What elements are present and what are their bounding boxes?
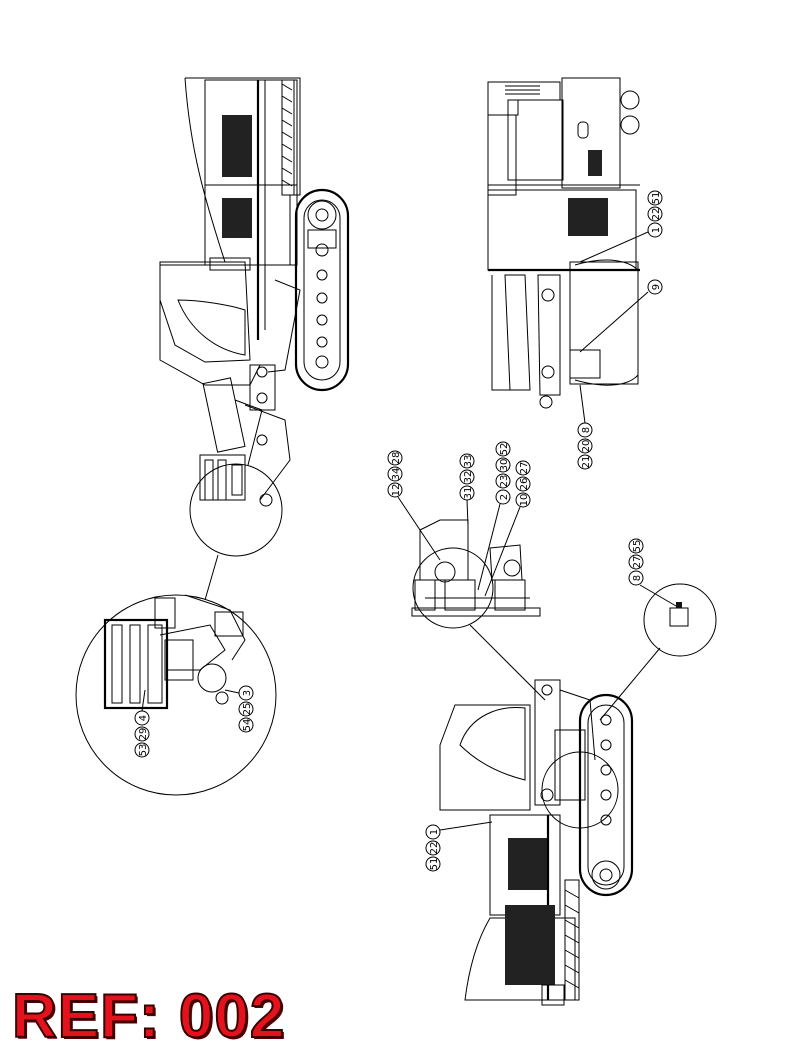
callouts-detail-a: 53 29 4 54 25 3 [134,685,254,758]
callout-label: 34 [391,468,402,481]
callout-label: 51 [429,858,440,871]
callouts-small: 8 27 55 [628,538,677,607]
assembly-mid [411,519,546,701]
callout-label: 27 [519,462,530,475]
callout-label: 54 [242,719,253,732]
callouts-rear: 1 22 51 9 21 20 8 [577,190,663,470]
callouts-mid: 12 34 28 31 32 33 2 23 30 52 10 26 27 [387,441,531,597]
callout-label: 51 [651,192,662,205]
callout-label: 4 [138,715,149,721]
machine-side-view-bottom [439,679,634,1006]
callout-label: 3 [242,690,253,696]
callout-label: 2 [499,494,510,500]
callout-label: 1 [651,227,662,233]
callout-label: 33 [463,455,474,468]
machine-rear-view [487,77,640,409]
callout-label: 23 [499,475,510,488]
detail-small [599,583,717,721]
callout-label: 27 [632,556,643,569]
detail-circle-mid [412,547,494,629]
callout-label: 8 [581,427,592,433]
track-bottom [578,693,634,897]
callout-label: 52 [499,443,510,456]
callout-label: 9 [651,284,662,290]
callout-label: 55 [632,540,643,553]
callout-label: 1 [429,829,440,835]
callout-label: 12 [391,484,402,497]
callout-label: 53 [138,744,149,757]
callout-label: 22 [651,208,662,221]
callout-label: 25 [242,703,253,716]
grille-upper [222,115,252,177]
callout-label: 22 [429,842,440,855]
callout-label: 21 [581,456,592,469]
callout-label: 26 [519,478,530,491]
detail-a [75,594,277,796]
hatched-edge-bottom [564,879,580,1001]
ref-label: REF: 002 [11,982,286,1051]
callouts-bottom: 51 22 1 [425,821,493,872]
callout-label: 10 [519,494,530,507]
callout-label: 29 [138,728,149,741]
hatched-edge [281,79,295,196]
callout-label: 20 [581,440,592,453]
grille-lower [222,198,252,238]
callout-label: 32 [463,471,474,484]
callout-label: 28 [391,452,402,465]
machine-side-view-top [159,77,350,601]
detail-circle-small [189,463,283,557]
callout-label: 8 [632,575,643,581]
track-top [294,188,350,392]
attachment-top [199,434,273,507]
callout-label: 31 [463,487,474,500]
callout-label: 30 [499,459,510,472]
